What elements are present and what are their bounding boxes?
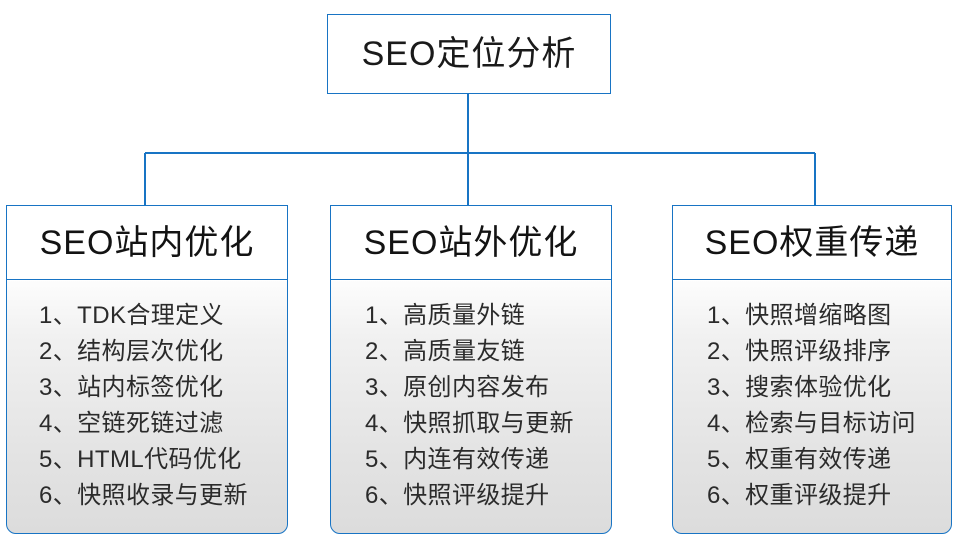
- list-item: 3、站内标签优化: [39, 373, 224, 401]
- list-item: 2、结构层次优化: [39, 337, 224, 365]
- branch-column-3[interactable]: SEO权重传递 1、快照增缩略图 2、快照评级排序 3、搜索体验优化 4、检索与…: [672, 205, 952, 535]
- branch-3-header[interactable]: SEO权重传递: [672, 205, 952, 280]
- list-item: 5、内连有效传递: [365, 445, 550, 473]
- list-item: 6、快照收录与更新: [39, 481, 248, 509]
- branch-3-title: SEO权重传递: [704, 223, 920, 262]
- list-item: 4、空链死链过滤: [39, 409, 224, 437]
- branch-column-2[interactable]: SEO站外优化 1、高质量外链 2、高质量友链 3、原创内容发布 4、快照抓取与…: [330, 205, 612, 535]
- branch-1-title: SEO站内优化: [39, 223, 255, 262]
- list-item: 4、快照抓取与更新: [365, 409, 574, 437]
- list-item: 6、快照评级提升: [365, 481, 550, 509]
- branch-2-header[interactable]: SEO站外优化: [330, 205, 612, 280]
- list-item: 6、权重评级提升: [707, 481, 892, 509]
- list-item: 4、检索与目标访问: [707, 409, 916, 437]
- list-item: 3、原创内容发布: [365, 373, 550, 401]
- root-node-title: SEO定位分析: [361, 35, 577, 73]
- list-item: 2、高质量友链: [365, 337, 526, 365]
- branch-1-body: 1、TDK合理定义 2、结构层次优化 3、站内标签优化 4、空链死链过滤 5、H…: [6, 279, 288, 534]
- branch-1-header[interactable]: SEO站内优化: [6, 205, 288, 280]
- branch-3-body: 1、快照增缩略图 2、快照评级排序 3、搜索体验优化 4、检索与目标访问 5、权…: [672, 279, 952, 534]
- list-item: 1、快照增缩略图: [707, 301, 892, 329]
- branch-2-title: SEO站外优化: [363, 223, 579, 262]
- list-item: 5、HTML代码优化: [39, 445, 242, 473]
- list-item: 5、权重有效传递: [707, 445, 892, 473]
- root-node[interactable]: SEO定位分析: [327, 14, 611, 94]
- branch-1-list: 1、TDK合理定义 2、结构层次优化 3、站内标签优化 4、空链死链过滤 5、H…: [7, 298, 287, 514]
- list-item: 1、TDK合理定义: [39, 301, 224, 329]
- branch-2-body: 1、高质量外链 2、高质量友链 3、原创内容发布 4、快照抓取与更新 5、内连有…: [330, 279, 612, 534]
- list-item: 3、搜索体验优化: [707, 373, 892, 401]
- list-item: 1、高质量外链: [365, 301, 526, 329]
- list-item: 2、快照评级排序: [707, 337, 892, 365]
- branch-2-list: 1、高质量外链 2、高质量友链 3、原创内容发布 4、快照抓取与更新 5、内连有…: [331, 298, 611, 514]
- branch-column-1[interactable]: SEO站内优化 1、TDK合理定义 2、结构层次优化 3、站内标签优化 4、空链…: [6, 205, 288, 535]
- branch-3-list: 1、快照增缩略图 2、快照评级排序 3、搜索体验优化 4、检索与目标访问 5、权…: [673, 298, 951, 514]
